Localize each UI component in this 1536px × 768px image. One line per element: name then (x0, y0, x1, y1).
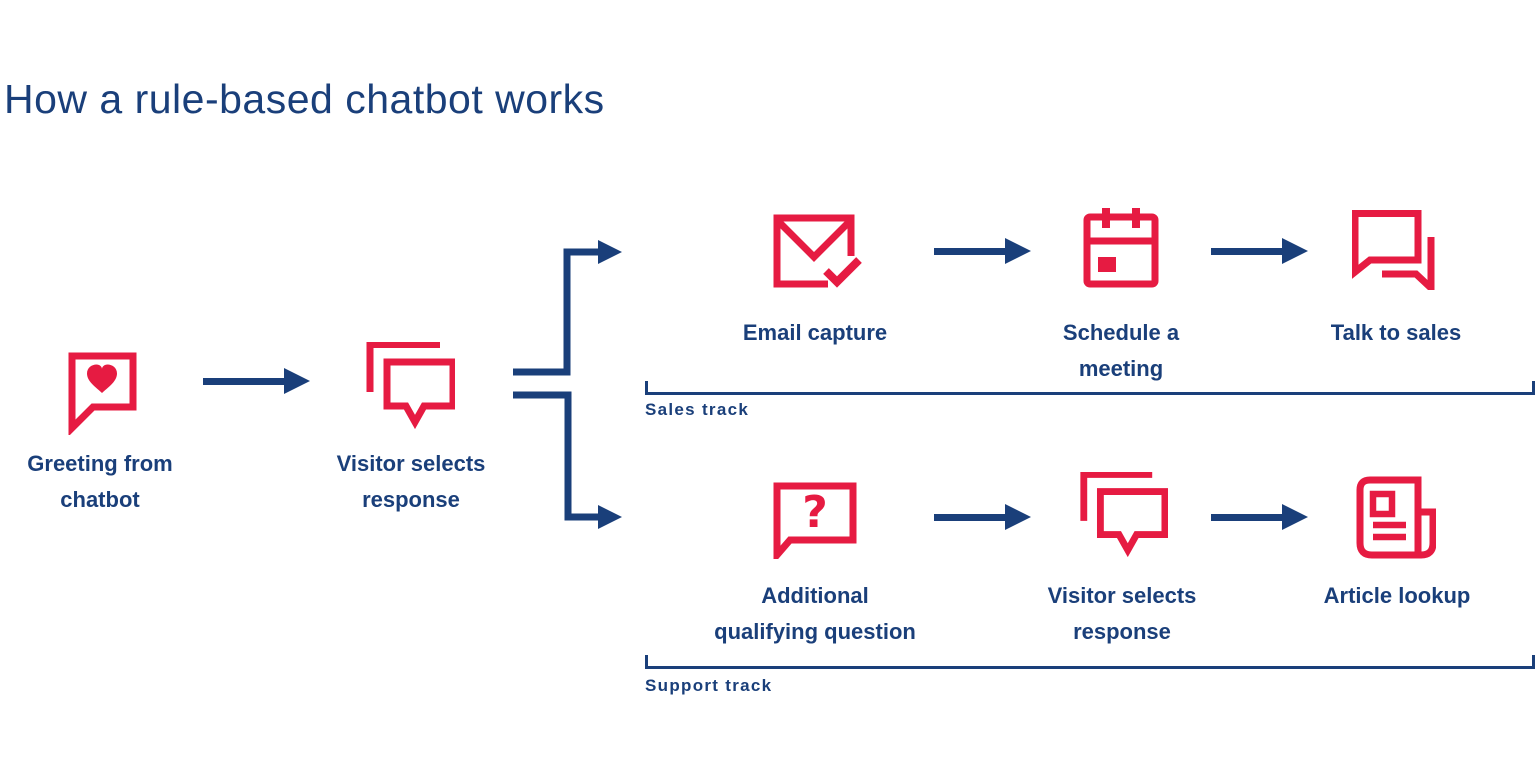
arrow-head-icon (1282, 504, 1308, 530)
sales-track-label: Sales track (645, 400, 750, 419)
arrow-email-to-schedule (934, 238, 1031, 264)
conversation-bubbles-icon (1352, 210, 1435, 290)
page-title: How a rule-based chatbot works (4, 76, 605, 122)
calendar-icon (1083, 208, 1159, 288)
node-label-email-capture: Email capture (742, 320, 888, 345)
node-label-greeting: Greeting from chatbot (27, 451, 173, 512)
support-track-label: Support track (645, 676, 773, 695)
question-chat-bubble-icon: ? (773, 482, 857, 559)
arrow-shaft (1211, 247, 1282, 255)
arrow-shaft (934, 513, 1005, 521)
sales-track-bracket (645, 381, 1535, 395)
heart-chat-bubble-icon (68, 352, 137, 435)
arrow-head-icon (598, 505, 622, 529)
arrow-head-icon (1282, 238, 1308, 264)
chat-bubbles-icon (366, 342, 455, 430)
support-track-bracket (645, 655, 1535, 669)
arrow-head-icon (1005, 238, 1031, 264)
arrow-greeting-to-visitor (203, 368, 310, 394)
arrow-head-icon (598, 240, 622, 264)
node-label-visitor-selects-1: Visitor selects response (336, 451, 486, 512)
node-label-qualifying-question: Additional qualifying question (714, 583, 916, 644)
arrow-visitor-to-article (1211, 504, 1308, 530)
arrow-schedule-to-sales (1211, 238, 1308, 264)
node-label-visitor-selects-2: Visitor selects response (1047, 583, 1197, 644)
arrow-shaft (1211, 513, 1282, 521)
arrow-shaft (934, 247, 1005, 255)
chat-bubbles-icon (1080, 472, 1168, 558)
branch-split-connector (513, 240, 622, 529)
newspaper-icon (1356, 476, 1436, 559)
node-label-talk-to-sales: Talk to sales (1330, 320, 1462, 345)
email-check-icon (773, 214, 862, 288)
arrow-head-icon (284, 368, 310, 394)
node-label-article-lookup: Article lookup (1323, 583, 1471, 608)
arrow-head-icon (1005, 504, 1031, 530)
arrow-shaft (203, 377, 284, 385)
question-mark-glyph: ? (802, 487, 828, 538)
node-label-schedule-meeting: Schedule a meeting (1062, 320, 1180, 381)
arrow-question-to-visitor (934, 504, 1031, 530)
